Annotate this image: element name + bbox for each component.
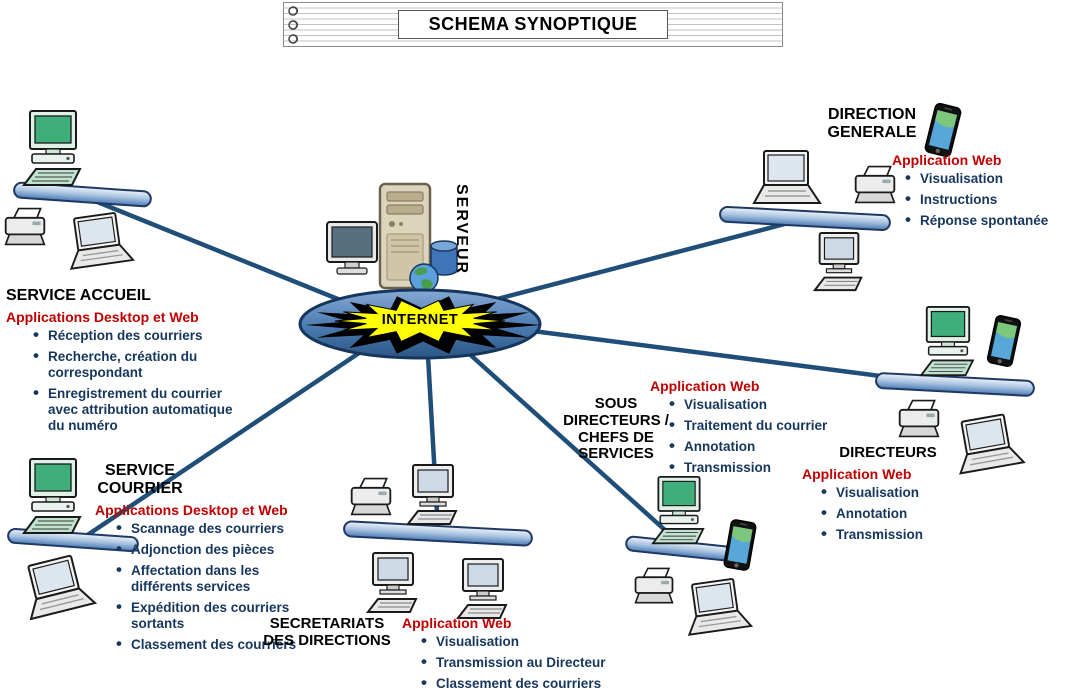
group-app-label: Application Web <box>892 152 1002 168</box>
bullet-item: Traitement du courrier <box>664 415 859 435</box>
group-name-service-courrier: SERVICE COURRIER <box>97 462 183 497</box>
bullet-item: Instructions <box>900 189 1072 209</box>
group-bullet-list: Visualisation Traitement du courrier Ann… <box>664 394 859 477</box>
group-app-label: Applications Desktop et Web <box>95 502 288 518</box>
group-app-label: Application Web <box>802 466 912 482</box>
connection-line <box>82 194 363 311</box>
connection-line <box>479 217 803 306</box>
laptop-icon <box>63 210 135 270</box>
server-label: SERVEUR <box>453 184 470 276</box>
group-bullet-list: Scannage des courriers Adjonction des pi… <box>111 518 321 654</box>
monitor-icon <box>326 221 378 275</box>
group-app-label: Application Web <box>402 615 512 631</box>
group-directeurs: Application Web Visualisation Annotation… <box>802 466 972 548</box>
printer-icon <box>4 207 46 246</box>
bullet-item: Classement des courriers <box>416 673 631 693</box>
workstation-icon <box>407 464 457 525</box>
network-bus-directeurs <box>875 372 1035 397</box>
group-secretariats: Application Web Visualisation Transmissi… <box>402 615 637 697</box>
laptop-icon <box>681 576 753 636</box>
bullet-item: Expédition des courriers sortants <box>111 597 321 632</box>
group-app-label: Applications Desktop et Web <box>6 308 199 325</box>
workstation-icon <box>813 232 863 292</box>
bullet-item: Transmission <box>664 457 859 477</box>
group-name-sous-directeurs: SOUS DIRECTEURS / CHEFS DE SERVICES <box>563 395 669 463</box>
bullet-item: Visualisation <box>816 482 966 502</box>
diagram-title: SCHEMA SYNOPTIQUE <box>397 10 669 39</box>
bullet-item: Scannage des courriers <box>111 518 321 538</box>
printer-icon <box>350 477 392 516</box>
smartphone-icon <box>722 518 758 572</box>
printer-icon <box>634 567 674 604</box>
desktop-computer-icon <box>920 306 974 377</box>
group-bullet-list: Visualisation Transmission au Directeur … <box>416 631 631 693</box>
bullet-item: Réponse spontanée <box>900 210 1072 230</box>
bullet-item: Adjonction des pièces <box>111 539 321 559</box>
desktop-computer-icon <box>652 476 705 545</box>
group-bullet-list: Visualisation Instructions Réponse spont… <box>900 168 1072 230</box>
group-sous-directeurs: Application Web Visualisation Traitement… <box>650 378 865 481</box>
network-bus-direction-generale <box>719 205 891 232</box>
workstation-icon <box>457 558 507 619</box>
printer-icon <box>898 399 940 438</box>
bullet-item: Réception des courriers <box>28 325 233 345</box>
bullet-item: Visualisation <box>900 168 1072 188</box>
bullet-item: Visualisation <box>664 394 859 414</box>
printer-icon <box>854 165 896 204</box>
bullet-item: Visualisation <box>416 631 631 651</box>
bullet-item: Annotation <box>816 503 966 523</box>
group-service-accueil: SERVICE ACCUEIL Applications Desktop et … <box>6 287 252 439</box>
bullet-item: Enregistrement du courrier avec attribut… <box>28 383 233 434</box>
group-bullet-list: Réception des courriers Recherche, créat… <box>28 325 233 434</box>
bullet-item: Classement des courriers <box>111 634 321 654</box>
laptop-icon <box>950 411 1025 475</box>
spiral-binding-icon <box>288 6 298 44</box>
laptop-icon <box>17 551 97 621</box>
connection-line <box>462 347 689 552</box>
group-name-service-accueil: SERVICE ACCUEIL <box>6 287 151 304</box>
bullet-item: Transmission <box>816 524 966 544</box>
connection-lines <box>77 194 953 552</box>
bullet-item: Affectation dans les différents services <box>111 560 321 595</box>
group-name-directeurs: DIRECTEURS <box>839 444 937 461</box>
group-app-label: Application Web <box>650 378 760 394</box>
desktop-computer-icon <box>23 458 81 534</box>
workstation-icon <box>367 552 417 613</box>
title-plate: SCHEMA SYNOPTIQUE <box>283 2 783 47</box>
globe-icon <box>409 263 439 293</box>
group-service-courrier: Applications Desktop et Web Scannage des… <box>95 502 335 658</box>
internet-label: INTERNET <box>381 312 459 328</box>
bullet-item: Annotation <box>664 436 859 456</box>
smartphone-icon <box>986 314 1022 368</box>
group-name-direction-generale: DIRECTION GENERALE <box>827 106 917 141</box>
bullet-item: Recherche, création du correspondant <box>28 346 233 381</box>
connection-line <box>77 344 371 543</box>
group-direction-generale: Application Web Visualisation Instructio… <box>892 152 1074 234</box>
group-name-secretariats: SECRETARIATS DES DIRECTIONS <box>263 615 391 649</box>
network-bus-secretariats <box>343 520 533 547</box>
group-bullet-list: Visualisation Annotation Transmission <box>816 482 966 544</box>
desktop-computer-icon <box>23 110 81 186</box>
bullet-item: Transmission au Directeur <box>416 652 631 672</box>
network-bus-accueil <box>13 181 152 208</box>
laptop-icon <box>753 150 821 204</box>
